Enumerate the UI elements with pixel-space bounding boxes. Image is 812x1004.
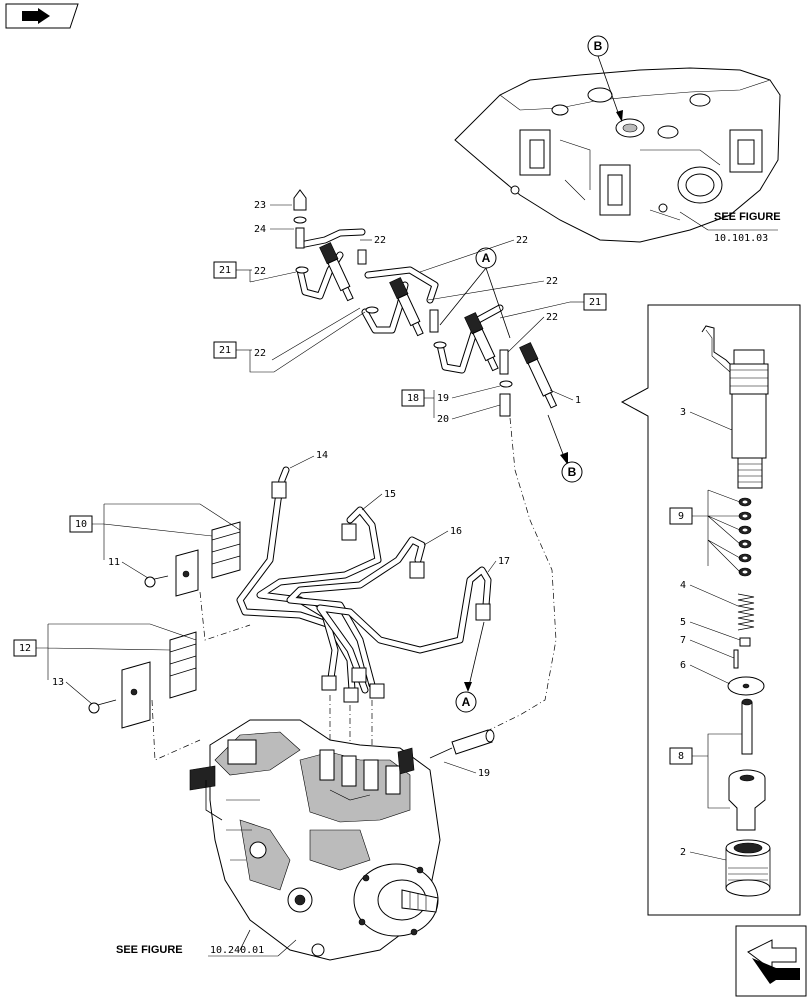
callout-14: 14: [316, 450, 328, 461]
arrow-folder-icon[interactable]: [5, 3, 79, 29]
callout-15: 15: [384, 489, 396, 500]
next-page-arrow-icon[interactable]: [735, 925, 807, 997]
callout-22-f: 22: [546, 312, 558, 323]
callout-24: 24: [254, 224, 266, 235]
marker-b-lower: B: [547, 414, 583, 483]
callout-22-d: 22: [516, 235, 528, 246]
marker-a-top: A: [439, 247, 511, 339]
callout-21-c: 21: [589, 297, 601, 308]
callout-7: 7: [680, 635, 686, 646]
callout-3: 3: [680, 407, 686, 418]
callout-2: 2: [680, 847, 686, 858]
callout-8: 8: [678, 751, 684, 762]
high-pressure-lines: [236, 466, 492, 703]
callout-13: 13: [52, 677, 64, 688]
svg-text:A: A: [482, 251, 491, 265]
callout-22-e: 22: [546, 276, 558, 287]
callout-19-upper: 19: [437, 393, 449, 404]
cylinder-head-illustration: [454, 67, 781, 243]
head-figure-ref: 10.101.03: [714, 233, 768, 244]
callout-21-a: 21: [219, 265, 231, 276]
callout-11: 11: [108, 557, 120, 568]
callout-1: 1: [575, 395, 581, 406]
callout-4: 4: [680, 580, 686, 591]
callout-17: 17: [498, 556, 510, 567]
callout-22-b: 22: [374, 235, 386, 246]
callout-5: 5: [680, 617, 686, 628]
callout-9: 9: [678, 511, 684, 522]
see-figure-head-label: SEE FIGURE: [714, 211, 781, 223]
callout-10: 10: [75, 519, 87, 530]
callout-23: 23: [254, 200, 266, 211]
pipe-clamps: [88, 521, 241, 729]
callout-22-c: 22: [254, 348, 266, 359]
callout-12: 12: [19, 643, 31, 654]
marker-b-top: B: [587, 35, 623, 122]
injector-nozzles: [293, 189, 558, 417]
callout-20: 20: [437, 414, 449, 425]
marker-a-lower: A: [455, 621, 485, 713]
callout-22-a: 22: [254, 266, 266, 277]
svg-text:A: A: [462, 695, 471, 709]
callout-19-lower: 19: [478, 768, 490, 779]
injector-detail-inset: [620, 304, 801, 916]
callout-18: 18: [407, 393, 419, 404]
callout-6: 6: [680, 660, 686, 671]
callout-21-b: 21: [219, 345, 231, 356]
injection-pump-illustration: [189, 719, 441, 961]
svg-text:B: B: [594, 39, 603, 53]
svg-text:B: B: [568, 465, 577, 479]
see-figure-pump-label: SEE FIGURE: [116, 944, 183, 956]
pump-figure-ref: 10.240.01: [210, 945, 264, 956]
return-hose: [429, 729, 495, 759]
callout-16: 16: [450, 526, 462, 537]
